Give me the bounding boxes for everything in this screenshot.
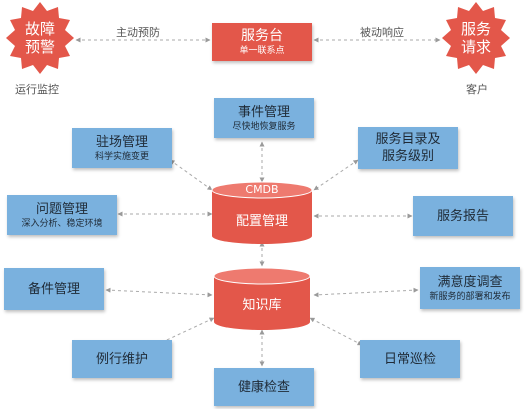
routine-maintenance-box: 例行维护 [72,340,172,378]
event-management-box: 事件管理 尽快地恢复服务 [214,98,314,138]
alarm-burst-shape [6,2,74,74]
daily-patrol-title: 日常巡检 [383,351,436,367]
service-report-box: 服务报告 [413,196,513,236]
problem-management-title: 问题管理 [35,201,88,217]
satisfaction-survey-title: 满意度调查 [437,274,503,290]
onsite-management-box: 驻场管理 科学实施变更 [72,128,172,168]
satisfaction-survey-sub: 新服务的部署和发布 [429,291,511,302]
request-burst-line2: 请求 [460,38,491,56]
event-management-sub: 尽快地恢复服务 [232,121,296,132]
alarm-burst: 故障 预警 [16,20,64,56]
spare-parts-title: 备件管理 [27,281,80,297]
reactive-label: 被动响应 [360,26,404,39]
service-desk-sub: 单一联系点 [239,46,285,56]
knowledge-cylinder-shape [213,267,311,330]
cmdb-cylinder-shape [211,181,313,244]
problem-management-box: 问题管理 深入分析、稳定环境 [7,195,117,235]
health-check-box: 健康检查 [214,368,314,406]
onsite-management-sub: 科学实施变更 [94,151,149,162]
onsite-management-title: 驻场管理 [95,134,148,150]
cmdb-top-label: CMDB [245,183,279,196]
alarm-caption: 运行监控 [15,83,59,96]
connector-onsite-cmdb [169,159,213,191]
request-burst: 服务 请求 [452,20,500,56]
service-catalog-title: 服务目录及 [375,132,441,147]
routine-maintenance-title: 例行维护 [95,351,148,367]
service-desk-title: 服务台 [241,28,283,44]
connector-patrol-knowledge [309,317,363,346]
customer-caption: 客户 [466,83,488,96]
connector-routine-knowledge [155,317,215,346]
service-report-title: 服务报告 [436,208,489,224]
daily-patrol-box: 日常巡检 [360,340,460,378]
cmdb-label: 配置管理 [235,214,288,229]
problem-management-sub: 深入分析、稳定环境 [21,218,103,229]
alarm-burst-line2: 预警 [24,38,55,56]
alarm-burst-line1: 故障 [24,20,55,38]
connector-spare-knowledge [105,287,213,298]
satisfaction-survey-box: 满意度调查 新服务的部署和发布 [420,267,520,309]
knowledge-base-label: 知识库 [242,298,282,313]
connector-survey-knowledge [313,287,419,298]
event-management-title: 事件管理 [237,104,290,120]
request-burst-line1: 服务 [460,20,491,38]
request-burst-shape [442,2,510,74]
service-desk: 服务台 单一联系点 [212,23,312,61]
proactive-label: 主动预防 [116,26,160,39]
connector-catalog-cmdb [313,159,359,191]
service-catalog-box: 服务目录及 服务级别 [358,127,458,169]
service-catalog-title2: 服务级别 [381,149,434,164]
health-check-title: 健康检查 [237,379,290,395]
spare-parts-box: 备件管理 [4,268,104,310]
